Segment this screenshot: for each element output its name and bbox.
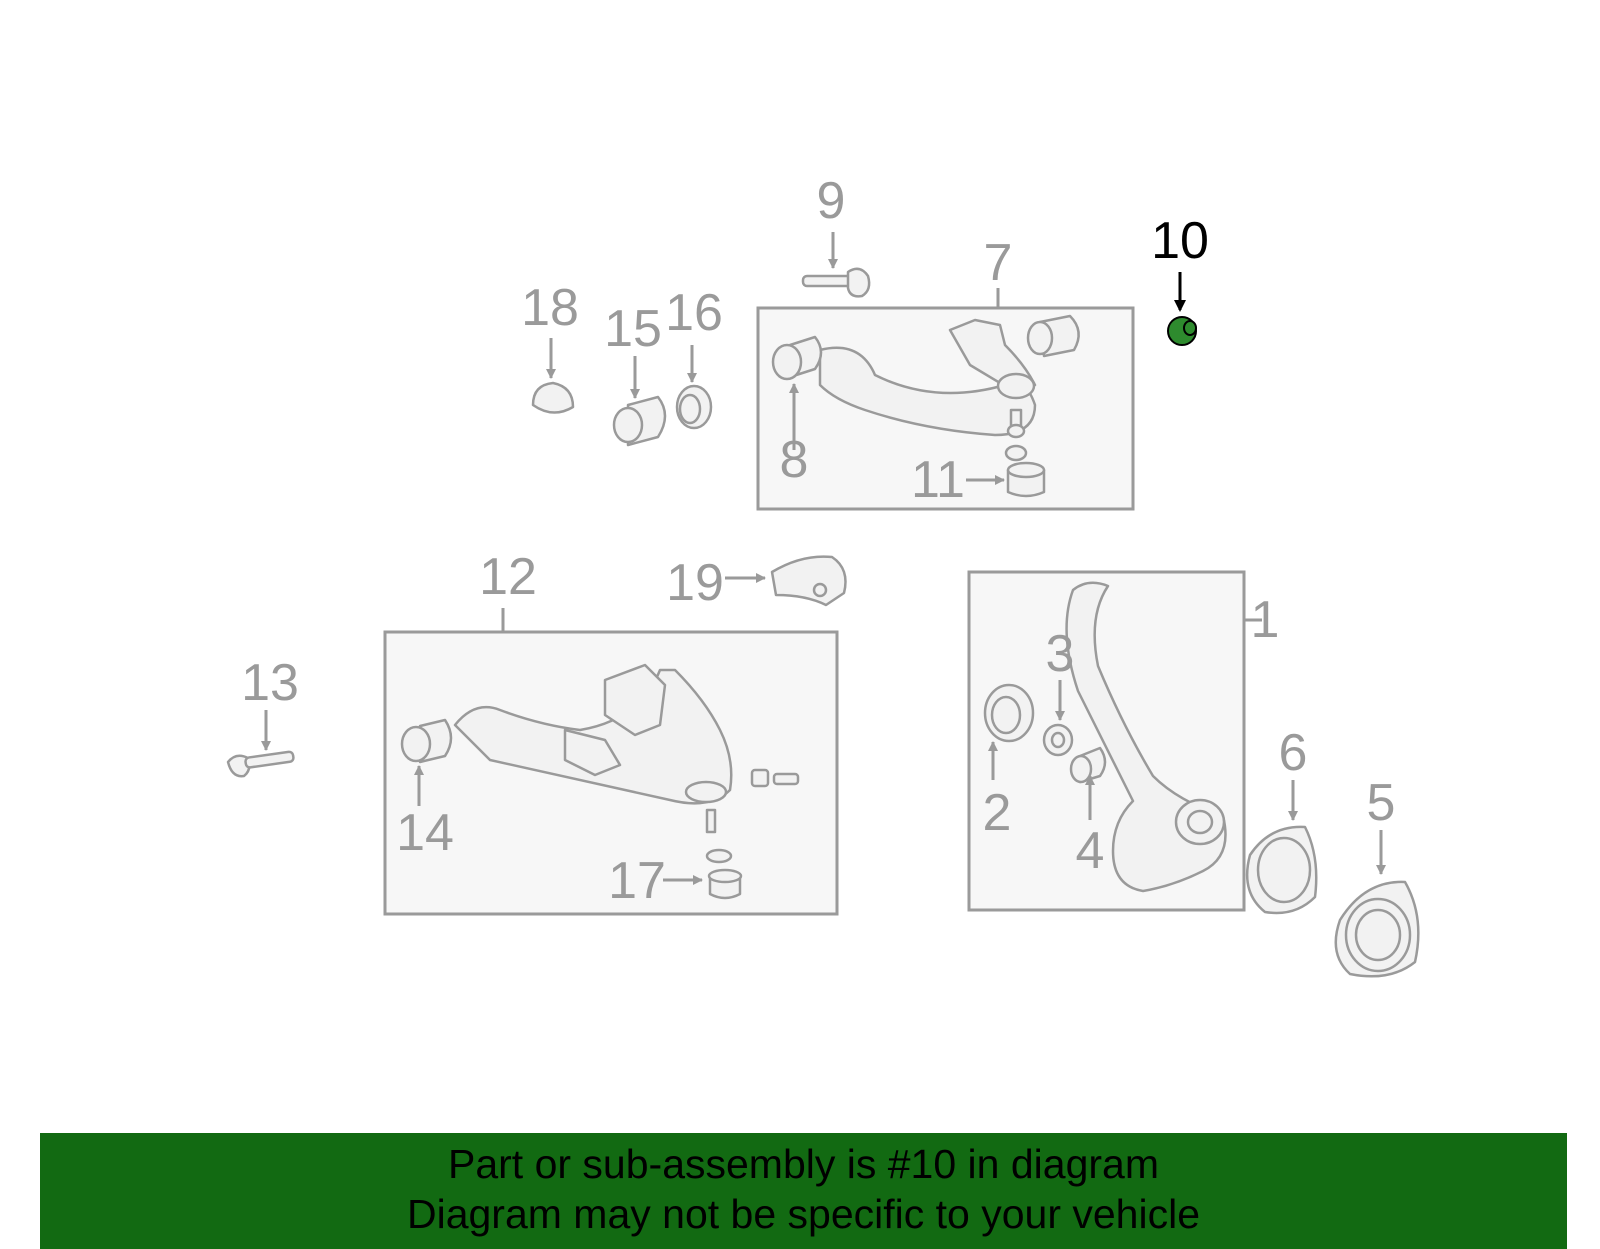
- callout-4: 4: [1076, 822, 1105, 880]
- steering-knuckle: [1065, 581, 1227, 893]
- part-16-bushing-ring: [675, 345, 713, 430]
- part-17-ball-joint-boot: [663, 848, 743, 900]
- callout-5: 5: [1367, 774, 1396, 832]
- part-3-nut: [1042, 680, 1074, 757]
- callout-1: 1: [1251, 591, 1280, 649]
- callout-11: 11: [911, 451, 965, 509]
- part-10-highlighted-nut: [1167, 272, 1197, 346]
- banner-line-1: Part or sub-assembly is #10 in diagram: [448, 1141, 1159, 1187]
- callout-3: 3: [1046, 625, 1075, 683]
- callout-14: 14: [396, 804, 454, 862]
- part-15-bushing: [612, 356, 667, 447]
- callout-7: 7: [984, 234, 1013, 292]
- banner-line-2: Diagram may not be specific to your vehi…: [406, 1191, 1200, 1237]
- callout-16: 16: [665, 284, 723, 342]
- callout-17: 17: [608, 852, 666, 910]
- part-5-dust-shield: [1334, 830, 1420, 978]
- callout-9: 9: [817, 172, 846, 230]
- callout-13: 13: [241, 654, 299, 712]
- callout-19: 19: [666, 554, 724, 612]
- part-19-bracket: [725, 555, 847, 607]
- part-2-seal: [983, 683, 1035, 780]
- upper-control-arm: [771, 314, 1080, 439]
- part-4-bushing: [1069, 746, 1107, 820]
- callout-6: 6: [1279, 724, 1308, 782]
- part-11-ball-joint-boot: [966, 444, 1046, 498]
- callout-18: 18: [521, 279, 579, 337]
- part-9-bolt: [801, 232, 871, 298]
- callout-15: 15: [604, 300, 662, 358]
- part-18-bump-stop: [531, 338, 575, 414]
- lower-control-arm: [400, 663, 800, 834]
- part-13-bolt: [226, 710, 295, 778]
- callout-2: 2: [983, 784, 1012, 842]
- callout-10-highlighted: 10: [1151, 212, 1209, 270]
- callout-12: 12: [479, 548, 537, 606]
- part-6-dust-shield: [1245, 780, 1318, 915]
- suspension-exploded-diagram: 1 2 3 4 5 6 7 8 9 10 11 12 13 14 15 16 1…: [226, 172, 1420, 978]
- callout-8: 8: [780, 431, 809, 489]
- info-banner: Part or sub-assembly is #10 in diagram D…: [40, 1133, 1567, 1249]
